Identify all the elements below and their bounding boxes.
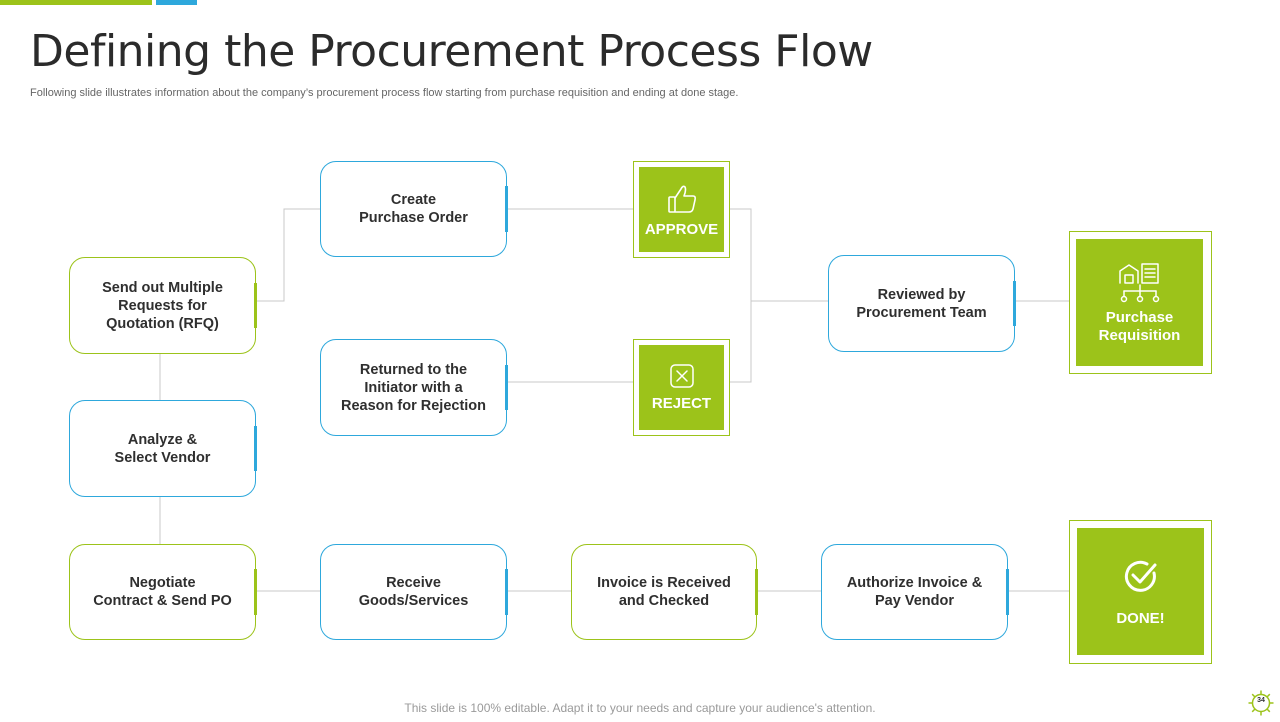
step-analyze-select-vendor: Analyze & Select Vendor xyxy=(69,400,257,497)
step-create-purchase-order: Create Purchase Order xyxy=(320,161,508,257)
step-label: Receive Goods/Services xyxy=(358,575,469,609)
page-number-badge: 34 xyxy=(1247,689,1275,717)
milestone-purchase-requisition: Purchase Requisition xyxy=(1069,231,1212,374)
step-send-rfq: Send out Multiple Requests for Quotation… xyxy=(69,257,257,354)
step-reviewed-by-procurement: Reviewed by Procurement Team xyxy=(828,255,1016,352)
step-negotiate-contract: Negotiate Contract & Send PO xyxy=(69,544,257,640)
gear-icon xyxy=(1248,690,1274,716)
decision-label: APPROVE xyxy=(644,220,719,238)
step-receive-goods: Receive Goods/Services xyxy=(320,544,508,640)
accent-bar-blue xyxy=(156,0,197,5)
step-returned-to-initiator: Returned to the Initiator with a Reason … xyxy=(320,339,508,436)
step-label: Authorize Invoice & Pay Vendor xyxy=(846,575,983,609)
reject-x-icon xyxy=(669,363,694,388)
step-authorize-invoice: Authorize Invoice & Pay Vendor xyxy=(821,544,1009,640)
page-number: 34 xyxy=(1257,697,1265,704)
step-label: Negotiate Contract & Send PO xyxy=(93,575,232,609)
footer-note: This slide is 100% editable. Adapt it to… xyxy=(404,701,876,715)
warehouse-icon xyxy=(1118,262,1159,302)
step-label: Analyze & Select Vendor xyxy=(114,431,211,466)
milestone-done: DONE! xyxy=(1069,520,1212,664)
page-subtitle: Following slide illustrates information … xyxy=(30,87,739,99)
step-label: Create Purchase Order xyxy=(359,192,468,226)
decision-approve: APPROVE xyxy=(633,161,730,258)
step-invoice-received: Invoice is Received and Checked xyxy=(571,544,758,640)
step-label: Returned to the Initiator with a Reason … xyxy=(340,361,487,414)
decision-label: REJECT xyxy=(651,394,712,412)
step-label: Send out Multiple Requests for Quotation… xyxy=(102,279,223,332)
decision-reject: REJECT xyxy=(633,339,730,436)
step-label: Invoice is Received and Checked xyxy=(597,575,731,609)
page-title: Defining the Procurement Process Flow xyxy=(30,26,873,77)
accent-bar-green xyxy=(0,0,152,5)
milestone-label: Purchase Requisition xyxy=(1098,308,1181,344)
thumbs-up-icon xyxy=(667,185,696,213)
step-label: Reviewed by Procurement Team xyxy=(856,286,987,321)
milestone-label: DONE! xyxy=(1116,609,1165,627)
check-circle-icon xyxy=(1124,560,1156,592)
